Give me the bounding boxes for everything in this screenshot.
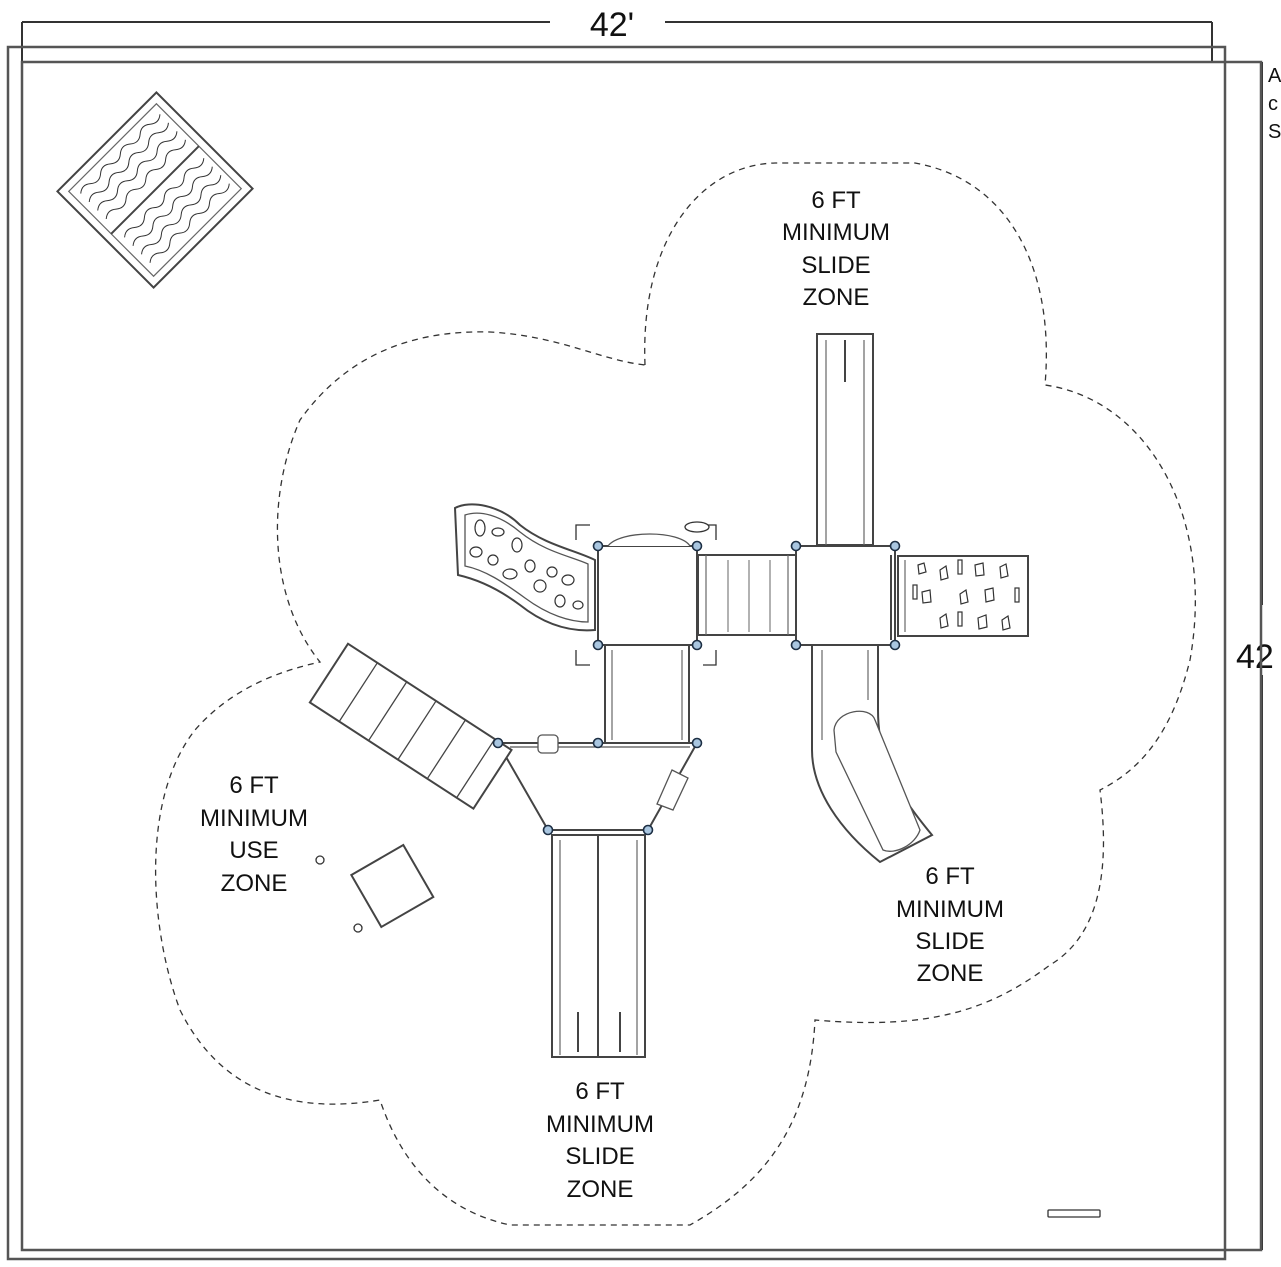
- zone-label-bottom-slide: 6 FT MINIMUM SLIDE ZONE: [546, 1078, 654, 1203]
- right-deck: [795, 545, 896, 646]
- svg-text:MINIMUM: MINIMUM: [546, 1111, 654, 1138]
- svg-text:MINIMUM: MINIMUM: [200, 805, 308, 832]
- ladder-bottom-step: [349, 843, 435, 929]
- right-dimension-label: 42: [1236, 638, 1274, 676]
- svg-text:SLIDE: SLIDE: [565, 1143, 634, 1170]
- top-dimension: 42': [21, 6, 1213, 62]
- lower-deck: [496, 734, 699, 831]
- rock-wall-climber: [897, 555, 1029, 637]
- ladder-rail-end-bottom: [353, 923, 363, 933]
- right-curved-slide: [811, 644, 934, 864]
- site-boundary: [6, 45, 1263, 1261]
- svg-text:ZONE: ZONE: [567, 1176, 634, 1203]
- svg-text:6 FT: 6 FT: [925, 863, 975, 890]
- svg-text:MINIMUM: MINIMUM: [782, 219, 890, 246]
- top-dimension-label: 42': [590, 6, 634, 44]
- zone-label-top-slide: 6 FT MINIMUM SLIDE ZONE: [782, 187, 890, 311]
- safety-zone-outline: [154, 162, 1196, 1226]
- right-dimension: 42: [1212, 61, 1274, 1251]
- bridge: [697, 554, 797, 636]
- upper-left-deck: [575, 521, 717, 666]
- top-slide: [816, 333, 874, 546]
- svg-text:ZONE: ZONE: [917, 960, 984, 987]
- svg-text:MINIMUM: MINIMUM: [896, 896, 1004, 923]
- support-posts: [492, 540, 901, 836]
- bottom-slide: [551, 834, 646, 1058]
- step-ladder: [308, 642, 513, 811]
- svg-text:ZONE: ZONE: [803, 284, 870, 311]
- ladder-rail-end-top: [315, 855, 325, 865]
- side-note-line-1: A: [1268, 65, 1281, 87]
- side-note-line-2: c: [1268, 93, 1278, 115]
- curved-climbing-wall: [453, 503, 596, 632]
- stair-connector: [604, 644, 690, 745]
- zone-label-left-use: 6 FT MINIMUM USE ZONE: [200, 772, 308, 897]
- scale-marker: [1047, 1209, 1101, 1218]
- svg-text:6 FT: 6 FT: [575, 1078, 625, 1105]
- side-note-line-3: S: [1268, 121, 1281, 143]
- svg-text:SLIDE: SLIDE: [801, 252, 870, 279]
- side-note: A c S: [1268, 65, 1281, 143]
- svg-text:SLIDE: SLIDE: [915, 928, 984, 955]
- svg-text:USE: USE: [229, 837, 278, 864]
- svg-text:6 FT: 6 FT: [229, 772, 279, 799]
- bench-panel: [56, 91, 254, 289]
- svg-text:6 FT: 6 FT: [811, 187, 861, 214]
- zone-label-right-slide: 6 FT MINIMUM SLIDE ZONE: [896, 863, 1004, 987]
- svg-text:ZONE: ZONE: [221, 870, 288, 897]
